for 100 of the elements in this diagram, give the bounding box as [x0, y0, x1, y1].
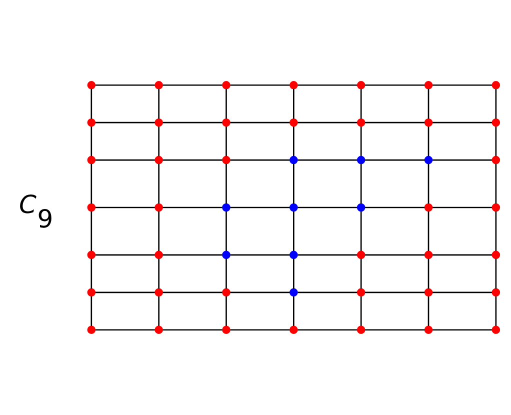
connector	[230, 292, 290, 294]
connector	[90, 126, 92, 156]
connector	[230, 206, 290, 208]
connector	[94, 292, 154, 294]
node-circle	[491, 156, 500, 164]
connector	[364, 292, 424, 294]
connector	[427, 296, 429, 326]
node-circle	[356, 326, 365, 334]
node-circle	[491, 288, 500, 297]
node-circle	[289, 80, 298, 90]
connector	[162, 122, 222, 124]
connector	[230, 159, 290, 161]
connector	[297, 122, 357, 124]
connector	[432, 329, 492, 331]
connector	[225, 126, 226, 156]
connector	[364, 329, 424, 331]
node-circle	[491, 326, 500, 334]
node-circle	[86, 250, 96, 260]
connector	[427, 89, 429, 119]
connector	[162, 206, 222, 208]
connector	[225, 211, 226, 252]
connector	[494, 211, 496, 252]
connector	[94, 159, 154, 161]
node-circle	[356, 118, 365, 127]
node-circle	[86, 118, 96, 127]
node-circle	[289, 118, 298, 127]
node-circle	[154, 203, 162, 212]
connector	[432, 206, 492, 208]
connector	[432, 159, 492, 161]
connector	[297, 329, 357, 331]
node-circle	[356, 288, 365, 297]
node-circle	[222, 80, 230, 90]
connector	[427, 164, 429, 204]
node-circle	[222, 326, 230, 334]
connector	[94, 84, 154, 86]
node-circle	[86, 203, 96, 212]
connector	[230, 84, 290, 86]
connector	[90, 89, 92, 119]
connector	[360, 89, 362, 119]
node-circle	[491, 80, 500, 90]
connector	[360, 296, 362, 326]
connector	[427, 126, 429, 156]
connector	[90, 211, 92, 252]
connector	[292, 89, 294, 119]
connector	[90, 296, 92, 326]
connector	[230, 329, 290, 331]
connector	[364, 84, 424, 86]
connector	[360, 164, 362, 204]
connector	[158, 296, 159, 326]
connector	[427, 211, 429, 252]
connector	[494, 164, 496, 204]
connector	[230, 254, 290, 256]
node-circle	[424, 288, 432, 297]
node-circle	[154, 326, 162, 334]
connector	[158, 258, 159, 289]
connector	[297, 206, 357, 208]
node-circle	[86, 80, 96, 90]
node-circle	[491, 250, 500, 260]
node-circle	[154, 250, 162, 260]
node-circle	[424, 326, 432, 334]
connector	[158, 164, 159, 204]
node-circle	[154, 118, 162, 127]
connector	[225, 89, 226, 119]
connector	[94, 254, 154, 256]
node-circle	[222, 203, 230, 212]
connector	[297, 254, 357, 256]
node-circle	[86, 326, 96, 334]
connector	[162, 84, 222, 86]
connector	[360, 211, 362, 252]
connector	[364, 254, 424, 256]
connector	[225, 258, 226, 289]
connector	[292, 258, 294, 289]
node-circle	[289, 326, 298, 334]
connector	[364, 122, 424, 124]
node-circle	[289, 250, 298, 260]
node-circle	[86, 156, 96, 164]
connector	[162, 254, 222, 256]
node-circle	[154, 156, 162, 164]
connector	[94, 206, 154, 208]
connector	[360, 126, 362, 156]
node-circle	[424, 80, 432, 90]
connector	[364, 206, 424, 208]
connector	[432, 122, 492, 124]
connector	[292, 126, 294, 156]
connector	[90, 164, 92, 204]
connector	[360, 258, 362, 289]
node-circle	[154, 80, 162, 90]
node-circle	[289, 288, 298, 297]
node-circle	[222, 118, 230, 127]
connector	[297, 292, 357, 294]
node-circle	[356, 203, 365, 212]
node-circle	[222, 288, 230, 297]
node-circle	[222, 250, 230, 260]
connector	[297, 159, 357, 161]
node-circle	[289, 203, 298, 212]
node-circle	[424, 250, 432, 260]
connector	[494, 258, 496, 289]
connector	[292, 211, 294, 252]
connector	[225, 296, 226, 326]
connector	[297, 84, 357, 86]
